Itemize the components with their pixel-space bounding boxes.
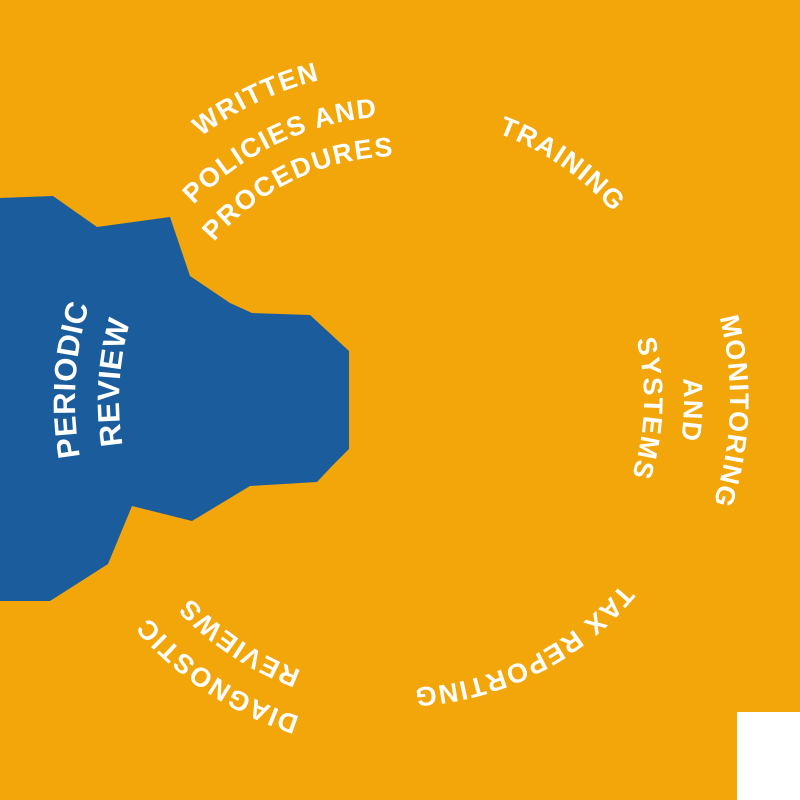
label-monitoring-line2: AND	[675, 377, 708, 443]
segment-periodic-review-shape	[0, 196, 349, 601]
corner-cutout	[737, 712, 800, 800]
